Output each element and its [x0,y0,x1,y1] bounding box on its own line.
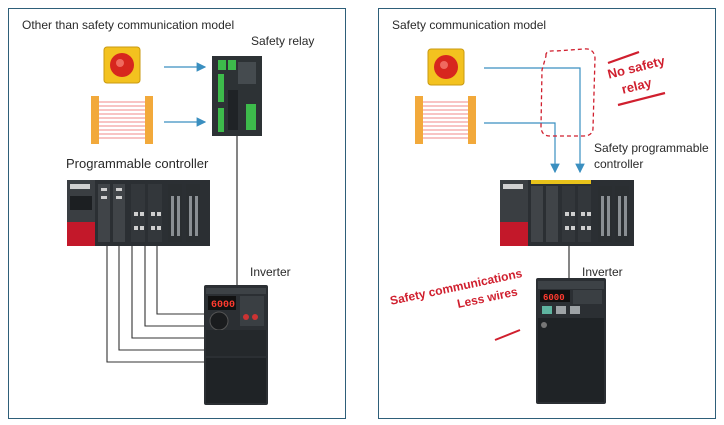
arrow-estop-to-safety-plc [484,67,585,174]
right-panel-title: Safety communication model [392,18,547,32]
safety-plc-device [500,180,634,246]
safety-relay-device [212,56,262,136]
strike-mark-top [607,50,640,65]
safety-plc-label-line2: controller [594,157,644,171]
plc-label: Programmable controller [66,156,209,171]
emergency-stop-icon [103,46,141,84]
inverter-display-left: 6000 [211,300,235,311]
light-curtain-icon [91,96,153,144]
strike-mark-bottom [617,91,666,107]
inverter-label-right: Inverter [582,265,623,279]
svg-text:relay: relay [620,75,654,97]
plc-device [67,180,210,246]
inverter-device-right [536,278,606,404]
inverter-device [204,285,268,405]
safety-relay-label: Safety relay [251,34,315,48]
inverter-label-left: Inverter [250,265,291,279]
less-wires-underline [494,329,521,341]
no-relay-outline [540,48,596,137]
safety-communications-annotation: Safety communications Less wires [389,266,524,311]
left-panel-title: Other than safety communication model [22,18,235,32]
hard-wiring [106,246,208,363]
safety-plc-label-line1: Safety programmable [594,141,709,155]
arrow-curtain-to-safety-plc [484,122,560,174]
inverter-display-right: 6000 [543,293,565,303]
emergency-stop-icon-right [427,48,465,86]
light-curtain-icon-right [415,96,476,144]
